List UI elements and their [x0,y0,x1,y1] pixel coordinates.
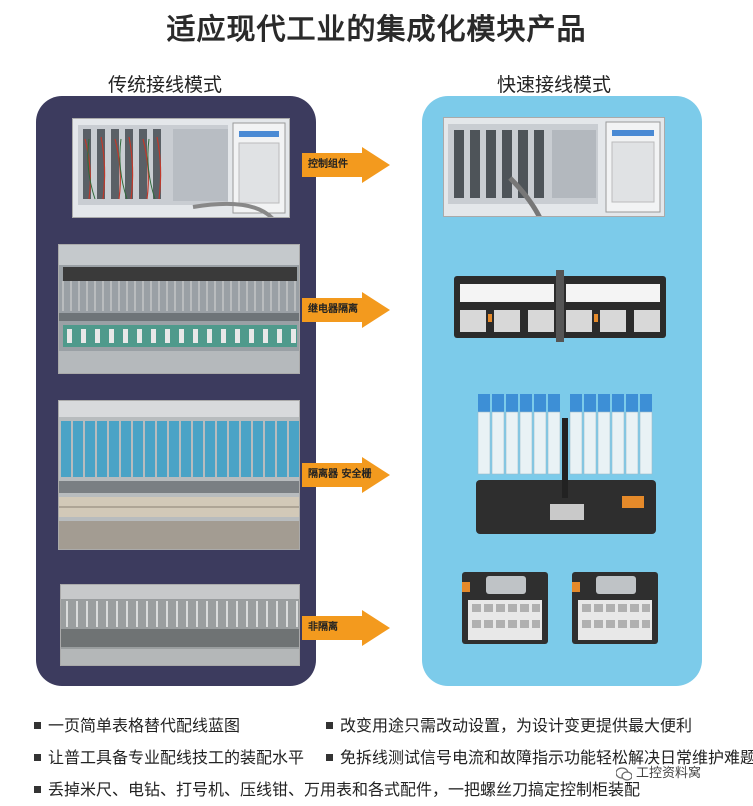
traditional-terminal-photo [60,584,300,666]
bullet-item: 一页简单表格替代配线蓝图 [34,712,240,736]
arrow-label: 隔离器 安全栅 [308,469,372,480]
fast-terminal-board-right [572,572,658,644]
traditional-isolator-photo [58,400,300,550]
fast-isolator-module-photo [472,392,660,538]
arrow-label: 控制组件 [308,159,348,170]
arrow-isolator-barrier: 隔离器 安全栅 [302,457,390,493]
traditional-plc-photo [72,118,290,218]
fast-terminal-board-left [462,572,548,644]
bullet-square-icon [34,754,41,761]
fast-relay-board-photo [454,270,666,342]
arrow-label: 非隔离 [308,622,338,633]
bullet-item: 改变用途只需改动设置，为设计变更提供最大便利 [326,712,692,736]
bullet-text: 改变用途只需改动设置，为设计变更提供最大便利 [340,716,693,735]
right-column-header: 快速接线模式 [497,74,612,96]
bullet-item: 让普工具备专业配线技工的装配水平 [34,744,304,768]
traditional-relay-photo [58,244,300,374]
arrow-label: 继电器隔离 [308,304,358,315]
bullet-square-icon [34,722,41,729]
bullet-text: 一页简单表格替代配线蓝图 [48,716,241,735]
bullet-text: 免拆线测试信号电流和故障指示功能轻松解决日常维护难题 [340,748,753,767]
bullet-square-icon [326,722,333,729]
bullet-square-icon [34,786,41,793]
arrow-non-isolated: 非隔离 [302,610,390,646]
arrow-relay-isolation: 继电器隔离 [302,292,390,328]
watermark-text: 工控资料窝 [636,766,702,781]
fast-plc-photo [443,117,665,217]
bullet-text: 丢掉米尺、电钻、打号机、压线钳、万用表和各式配件，一把螺丝刀搞定控制柜装配 [48,780,641,799]
left-column-header: 传统接线模式 [108,74,223,96]
bullet-item: 免拆线测试信号电流和故障指示功能轻松解决日常维护难题 [326,744,753,768]
bullet-item: 丢掉米尺、电钻、打号机、压线钳、万用表和各式配件，一把螺丝刀搞定控制柜装配 [34,776,640,800]
page-title: 适应现代工业的集成化模块产品 [166,12,587,46]
watermark: 工控资料窝 [615,762,702,781]
arrow-control-module: 控制组件 [302,147,390,183]
bullet-text: 让普工具备专业配线技工的装配水平 [48,748,305,767]
wechat-icon [615,766,633,781]
bullet-square-icon [326,754,333,761]
